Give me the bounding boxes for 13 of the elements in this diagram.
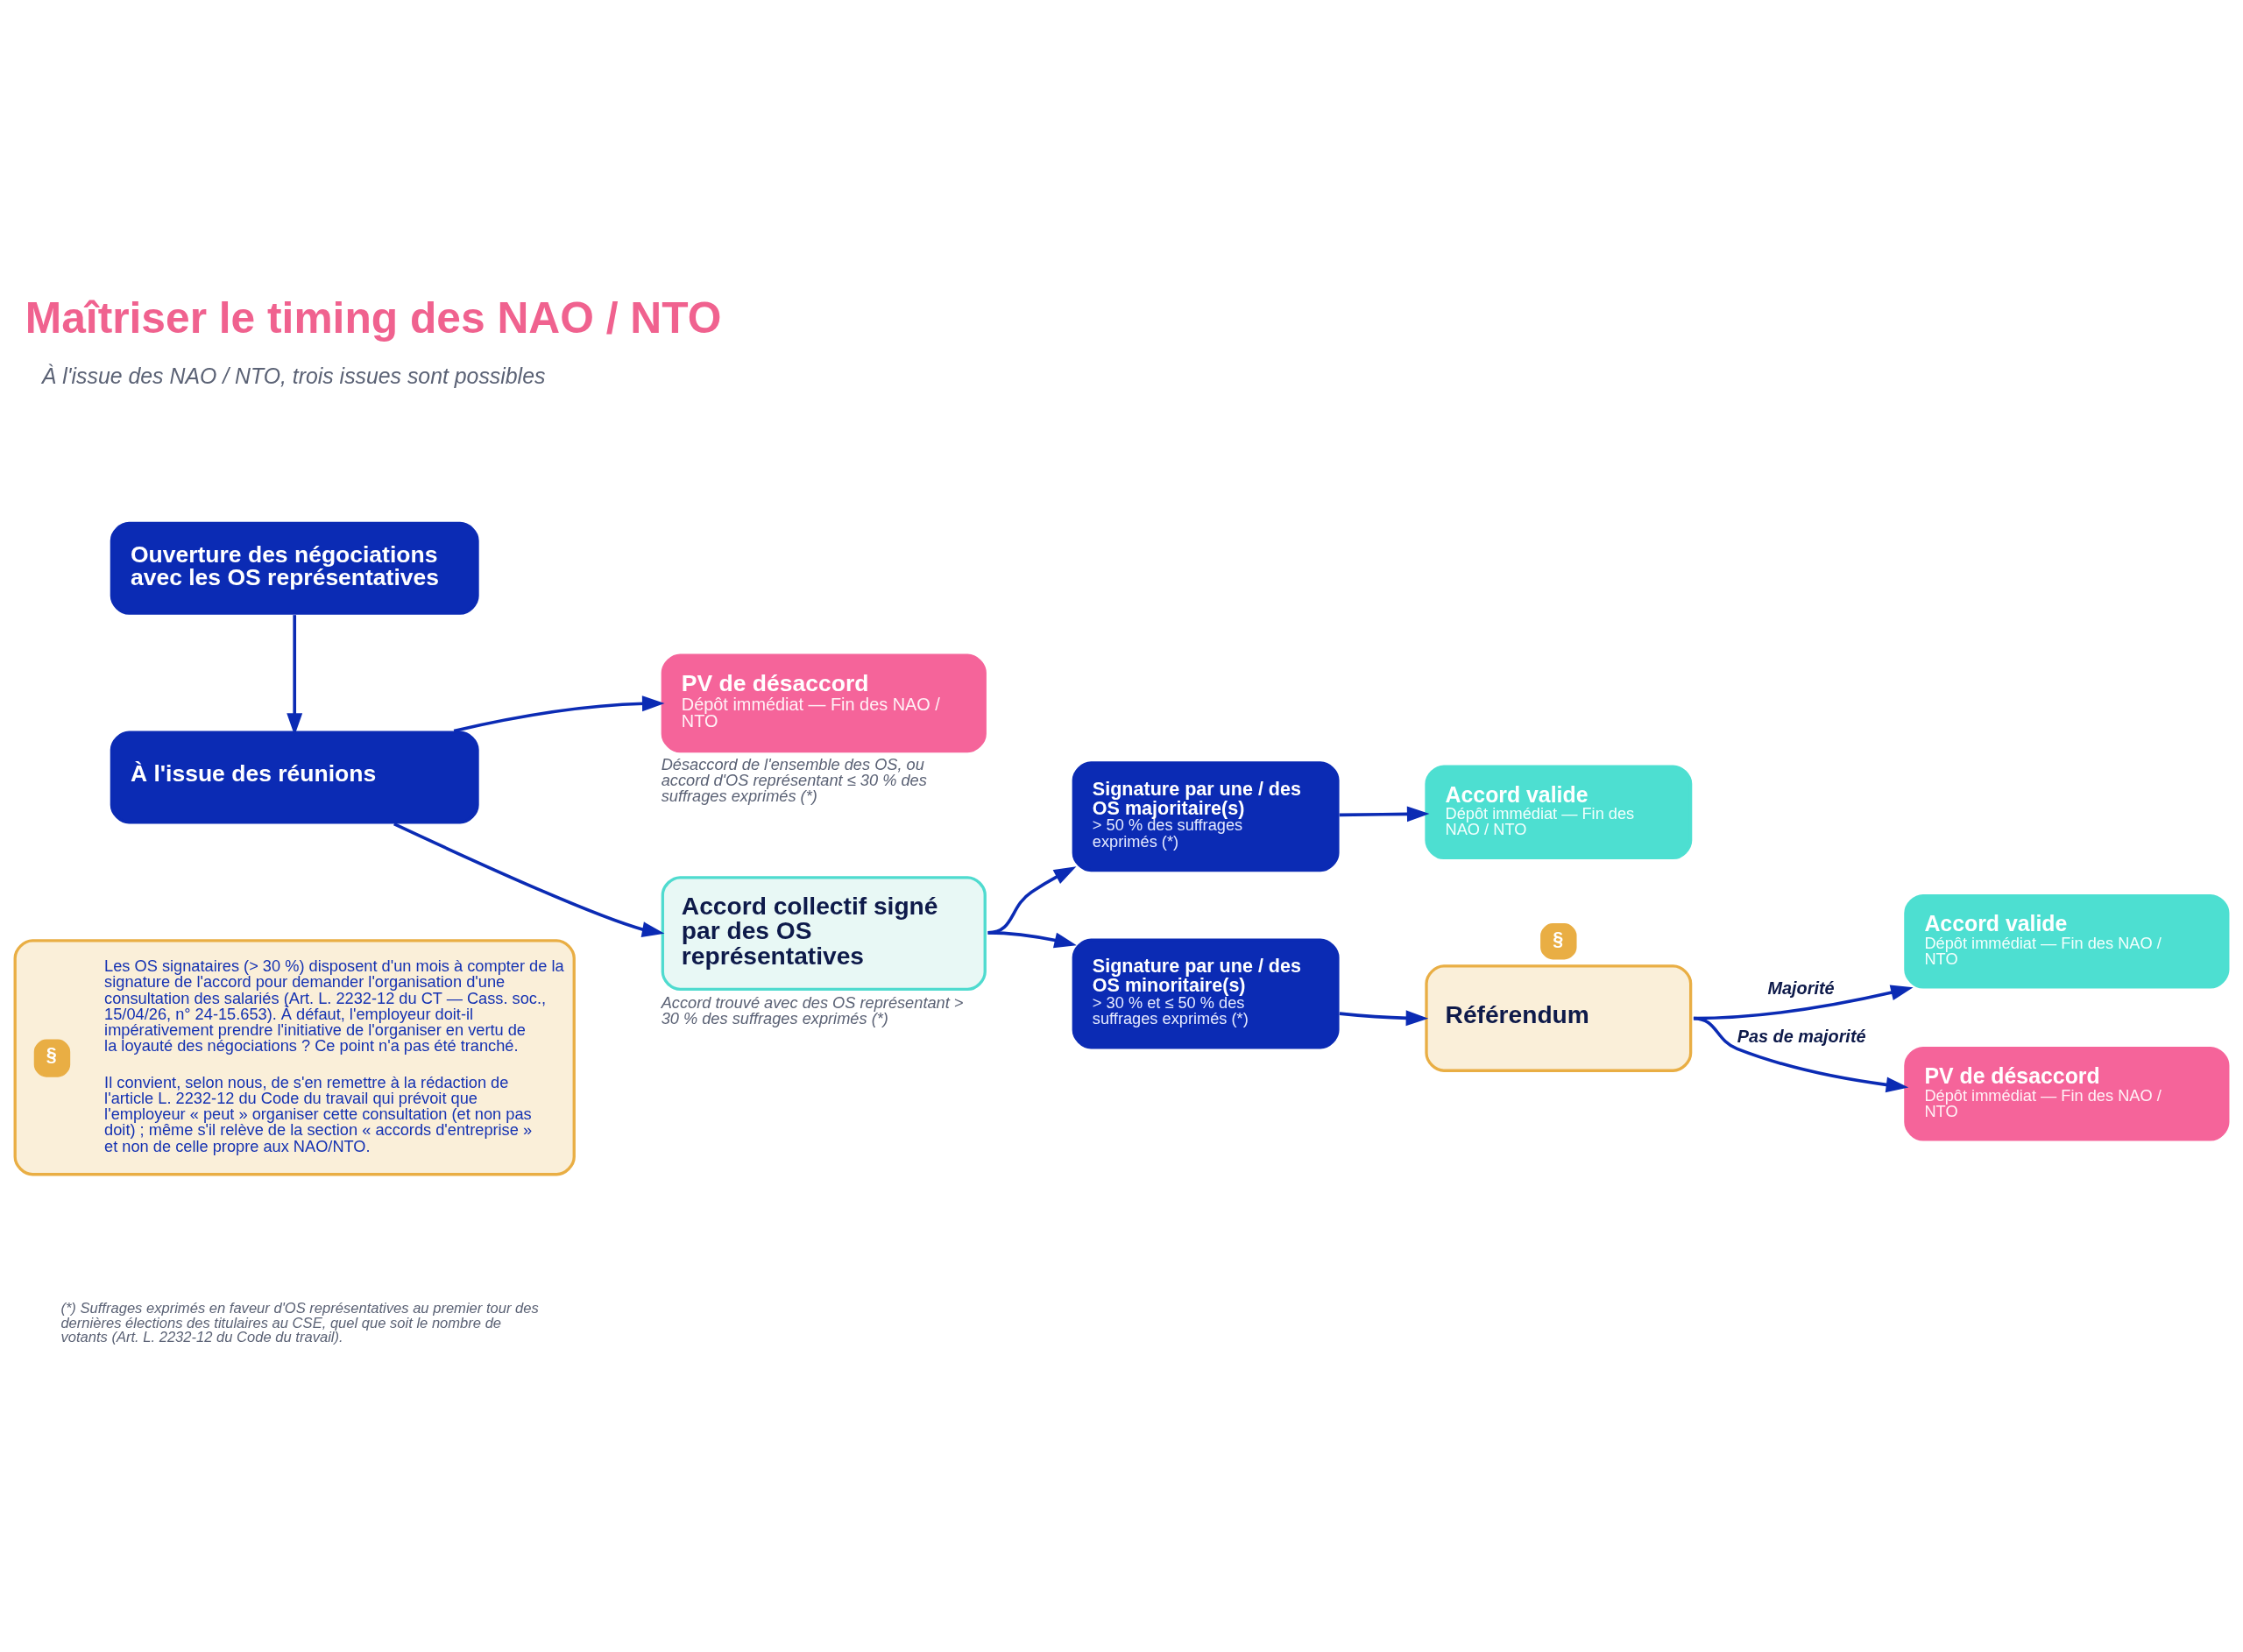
arrow bbox=[1339, 1010, 1429, 1027]
edge-label: Majorité bbox=[1767, 978, 1835, 999]
edge-label: Pas de majorité bbox=[1737, 1027, 1866, 1047]
arrow bbox=[1693, 1016, 1909, 1093]
arrow bbox=[453, 695, 665, 733]
arrow bbox=[1339, 806, 1430, 822]
node-label: Accord trouvé avec des OS représentant > 30 % des suffrages exprimés (*) bbox=[661, 993, 964, 1027]
label: (*) Suffrages exprimés en faveur d'OS représentatives au premier tour des dernières élections des titulaires au CSE, quel que soit le nombre de votants (Art. L. 2232-12 du Code du travail). bbox=[60, 1300, 539, 1346]
diagram-title: Maîtriser le timing des NAO / NTO bbox=[25, 293, 722, 343]
arrow bbox=[393, 822, 665, 937]
node-label: Désaccord de l'ensemble des OS, ou accord d'OS représentant ≤ 30 % des suffrages exprimés (*) bbox=[661, 755, 927, 806]
arrow bbox=[987, 931, 1077, 949]
label: À l'issue des NAO / NTO, trois issues sont possibles bbox=[41, 364, 546, 389]
